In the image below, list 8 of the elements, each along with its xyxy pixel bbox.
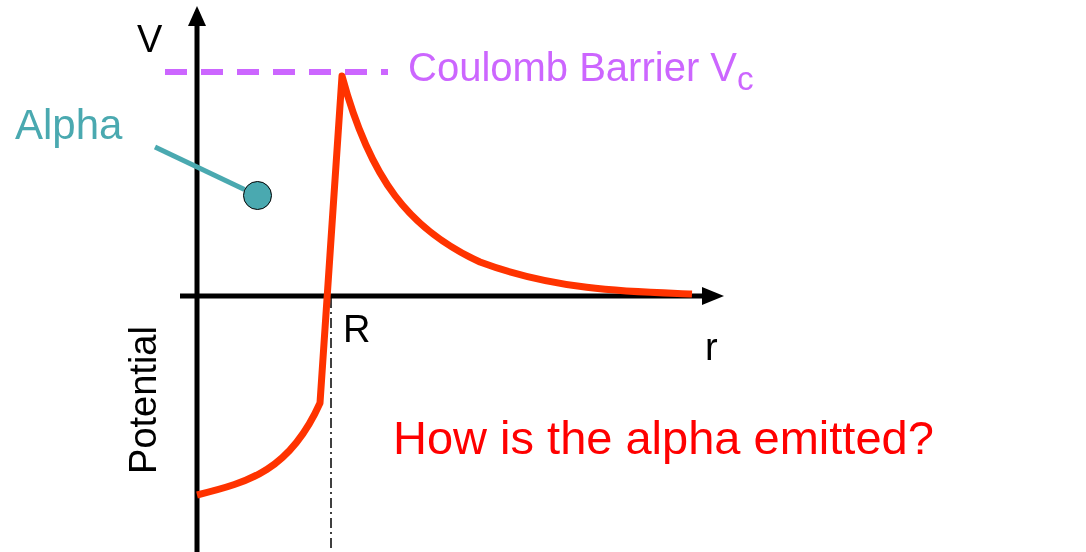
radius-label: R — [343, 310, 371, 348]
axis-label: V — [137, 20, 163, 58]
barrier-label: Coulomb Barrier V$_{c}$ — [408, 47, 754, 96]
alpha-label: Alpha — [15, 104, 123, 146]
axis-title: Potential — [124, 326, 162, 474]
axis-label: r — [705, 328, 718, 366]
leader-line — [153, 144, 246, 192]
alpha-particle — [243, 181, 272, 210]
